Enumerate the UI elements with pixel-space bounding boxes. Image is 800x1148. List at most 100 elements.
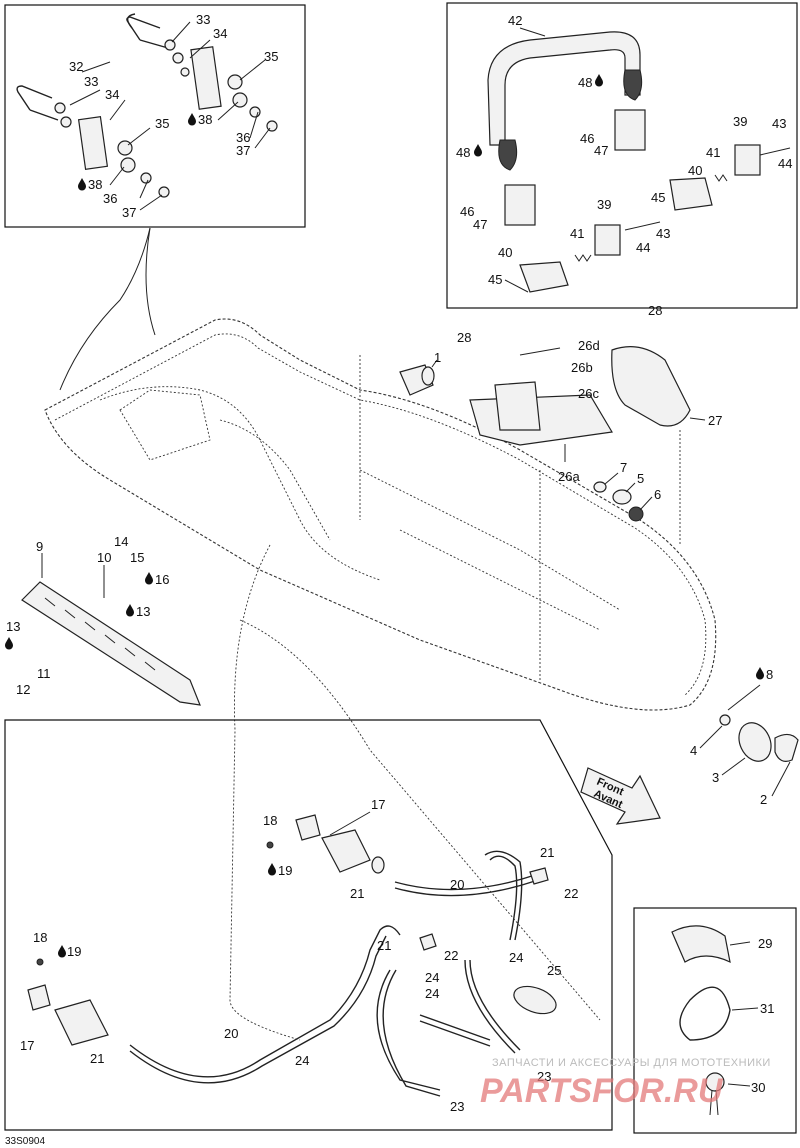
callout-14: 14	[114, 534, 128, 549]
callout-37a: 37	[236, 143, 250, 158]
callout-24b: 24	[425, 970, 439, 985]
hull-connectors	[229, 355, 681, 1041]
callout-19b: 19	[67, 944, 81, 959]
callout-7: 7	[620, 460, 627, 475]
callout-21b: 21	[350, 886, 364, 901]
oil-drop-icon	[78, 178, 86, 191]
inset-callouts: 33 34 35 32 33 34 35 38 36 37 38 36 37	[69, 12, 278, 220]
oil-drop-icon	[5, 637, 13, 650]
inset-frame-drains	[4, 719, 613, 1131]
callout-43b: 43	[656, 226, 670, 241]
watermark: ЗАПЧАСТИ И АКСЕССУАРЫ ДЛЯ МОТОТЕХНИКИ PA…	[480, 1057, 771, 1110]
callout-35b: 35	[155, 116, 169, 131]
front-direction-arrow: Front Avant	[580, 767, 661, 825]
drain-assembly-lower	[27, 925, 557, 1097]
oil-drop-icon	[58, 945, 66, 958]
callout-32a: 32	[69, 59, 83, 74]
callout-45b: 45	[488, 272, 502, 287]
callout-24c: 24	[425, 986, 439, 1001]
callout-40a: 40	[688, 163, 702, 178]
callout-28b: 28	[648, 303, 662, 318]
callout-34b: 34	[105, 87, 119, 102]
callout-44a: 44	[778, 156, 792, 171]
callout-23b: 23	[450, 1099, 464, 1114]
callout-36b: 36	[103, 191, 117, 206]
watermark-brand: PARTSFOR.RU	[480, 1072, 724, 1110]
part-1-fitting: 1	[399, 350, 441, 396]
handle-callouts: 42 48 48 46 47 39 43 41 40 44 45 39 46 4…	[456, 13, 792, 293]
callout-27: 27	[708, 413, 722, 428]
callout-26d: 26d	[578, 338, 600, 353]
callout-39a: 39	[733, 114, 747, 129]
callout-40b: 40	[498, 245, 512, 260]
callout-48a: 48	[578, 75, 592, 90]
callout-29: 29	[758, 936, 772, 951]
callout-23a: 23	[537, 1069, 551, 1084]
callout-20b: 20	[224, 1026, 238, 1041]
oil-drop-icon	[756, 667, 764, 680]
storage-bin-26	[469, 347, 613, 462]
watermark-caption: ЗАПЧАСТИ И АКСЕССУАРЫ ДЛЯ МОТОТЕХНИКИ	[492, 1057, 771, 1069]
oil-drop-icon	[126, 604, 134, 617]
callout-31: 31	[760, 1001, 774, 1016]
bow-eye-parts: 8 4 3 2	[690, 667, 799, 807]
storage-bin-27	[611, 346, 706, 427]
callout-41a: 41	[706, 145, 720, 160]
callout-37b: 37	[122, 205, 136, 220]
storage-callouts: 28 28 26d 26b 26c 26a 27	[457, 303, 722, 484]
inset-frame-tie-downs	[4, 4, 306, 228]
callout-34a: 34	[213, 26, 227, 41]
footrest-part-9: 9 10 14 15 16 13 13 11 12	[5, 534, 201, 706]
callout-26a: 26a	[558, 469, 580, 484]
callout-42: 42	[508, 13, 522, 28]
callout-47b: 47	[473, 217, 487, 232]
callout-20a: 20	[450, 877, 464, 892]
callout-1: 1	[434, 350, 441, 365]
callout-26b: 26b	[571, 360, 593, 375]
washers-5-6-7: 7 5 6	[593, 460, 661, 522]
callout-5: 5	[637, 471, 644, 486]
handle-assembly	[487, 31, 791, 293]
oil-drop-icon	[268, 863, 276, 876]
inset-leader-lines	[69, 21, 271, 211]
callout-26c: 26c	[578, 386, 599, 401]
callout-21c: 21	[377, 938, 391, 953]
callout-18b: 18	[33, 930, 47, 945]
callout-13b: 13	[6, 619, 20, 634]
hull-outline	[44, 318, 717, 711]
callout-39b: 39	[597, 197, 611, 212]
callout-24a: 24	[509, 950, 523, 965]
callout-3: 3	[712, 770, 719, 785]
callout-46b: 46	[460, 204, 474, 219]
oil-drop-icon	[145, 572, 153, 585]
callout-24d: 24	[295, 1053, 309, 1068]
callout-11: 11	[37, 666, 51, 681]
drawing-code: 33S0904	[5, 1136, 45, 1147]
oil-drop-icon	[595, 74, 603, 87]
callout-44b: 44	[636, 240, 650, 255]
callout-12: 12	[16, 682, 30, 697]
callout-47a: 47	[594, 143, 608, 158]
callout-8: 8	[766, 667, 773, 682]
oil-drop-icon	[188, 113, 196, 126]
callout-35a: 35	[264, 49, 278, 64]
callout-2: 2	[760, 792, 767, 807]
inset-arrow-left	[59, 227, 151, 391]
inset-frame-hardware	[633, 907, 797, 1134]
callout-19a: 19	[278, 863, 292, 878]
callout-41b: 41	[570, 226, 584, 241]
callout-22b: 22	[444, 948, 458, 963]
callout-48b: 48	[456, 145, 470, 160]
callout-38a: 38	[198, 112, 212, 127]
callout-36a: 36	[236, 130, 250, 145]
callout-38b: 38	[88, 177, 102, 192]
callout-4: 4	[690, 743, 697, 758]
callout-18a: 18	[263, 813, 277, 828]
callout-21d: 21	[90, 1051, 104, 1066]
callout-9: 9	[36, 539, 43, 554]
callout-45a: 45	[651, 190, 665, 205]
callout-6: 6	[654, 487, 661, 502]
callout-21a: 21	[540, 845, 554, 860]
callout-17b: 17	[20, 1038, 34, 1053]
